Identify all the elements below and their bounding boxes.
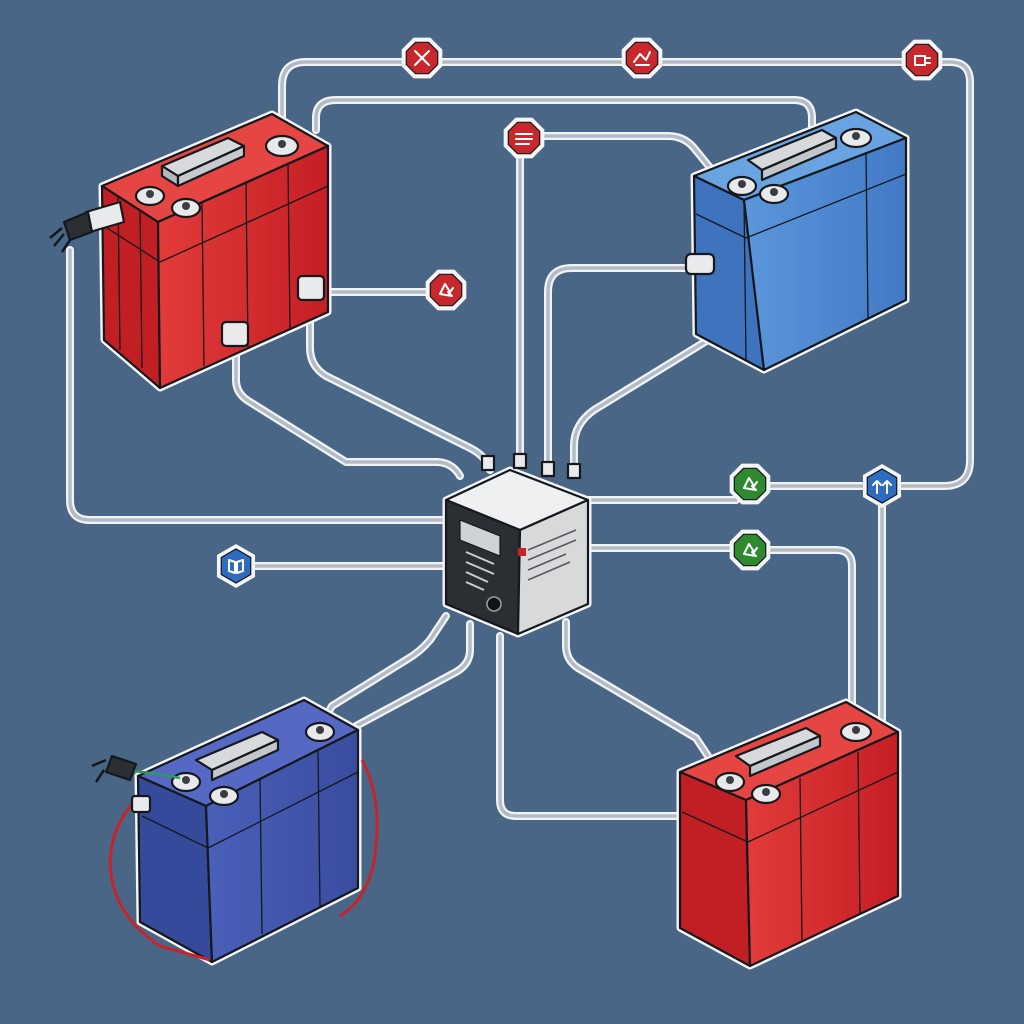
- terminal-top-left-a: [134, 185, 166, 207]
- lines-icon: [515, 133, 533, 145]
- terminal-top-right-a: [726, 175, 758, 197]
- plug-icon: [49, 200, 126, 253]
- arrows-up-icon: [872, 480, 892, 494]
- recycle-icon: [439, 283, 454, 297]
- wire-left-loop: [66, 246, 450, 524]
- terminal-bottom-left-b: [208, 785, 240, 807]
- wire-top-right-to-controller-a: [544, 264, 694, 472]
- recycle-icon: [743, 477, 758, 491]
- plug-icon: [91, 754, 138, 783]
- wire-controller-to-bottom-left-b: [352, 620, 474, 730]
- wire-top-left-to-controller-a: [306, 296, 494, 474]
- wire-controller-to-bottom-right-b: [496, 632, 694, 820]
- battery-bottom-right: [676, 698, 902, 970]
- badge-upper-mid: [503, 117, 545, 159]
- battery-bottom-left: [91, 696, 379, 966]
- connector-top-right-side: [684, 252, 716, 276]
- terminal-bottom-right-c: [839, 721, 873, 743]
- badge-top-3: [901, 39, 943, 81]
- arrow-icon: [633, 51, 651, 66]
- wire-top-right-to-controller-b: [570, 336, 712, 474]
- wire-badge-to-top-right: [536, 132, 716, 174]
- wire-green-2-to-bottom-right: [766, 546, 856, 710]
- connector-bottom-left-side: [130, 794, 152, 814]
- book-icon: [228, 559, 244, 574]
- wire-controller-to-bottom-right-a: [562, 618, 712, 760]
- wire-top-loop: [278, 58, 974, 490]
- terminal-bottom-left-a: [170, 771, 202, 793]
- badge-top-1: [401, 37, 443, 79]
- cross-icon: [414, 50, 430, 66]
- wire-top-left-to-top-right: [312, 96, 816, 134]
- recycle-icon: [743, 543, 758, 557]
- badge-right-blue: [862, 464, 902, 508]
- battery-top-right: [684, 108, 910, 374]
- battery-top-left: [49, 110, 332, 392]
- terminal-top-left-b: [170, 197, 202, 219]
- terminal-top-right-b: [758, 183, 790, 205]
- terminal-top-right-c: [839, 127, 873, 149]
- terminal-bottom-right-a: [714, 771, 746, 793]
- connector-top-left-side: [296, 274, 326, 302]
- terminal-bottom-right-b: [750, 783, 782, 805]
- wire-top-left-to-controller-b: [232, 346, 464, 480]
- badge-right-green-2: [729, 529, 771, 571]
- connector-top-left-front: [220, 320, 250, 348]
- badge-left-blue: [216, 544, 256, 588]
- terminal-bottom-left-c: [304, 721, 336, 743]
- badge-top-2: [621, 37, 663, 79]
- control-box-icon: [442, 452, 592, 638]
- terminal-top-left-c: [264, 134, 300, 158]
- plug-icon: [914, 55, 931, 66]
- badge-mid-red: [425, 269, 467, 311]
- wire-controller-to-bottom-left-a: [322, 612, 450, 720]
- badges: [216, 37, 943, 588]
- badge-right-green-1: [729, 463, 771, 505]
